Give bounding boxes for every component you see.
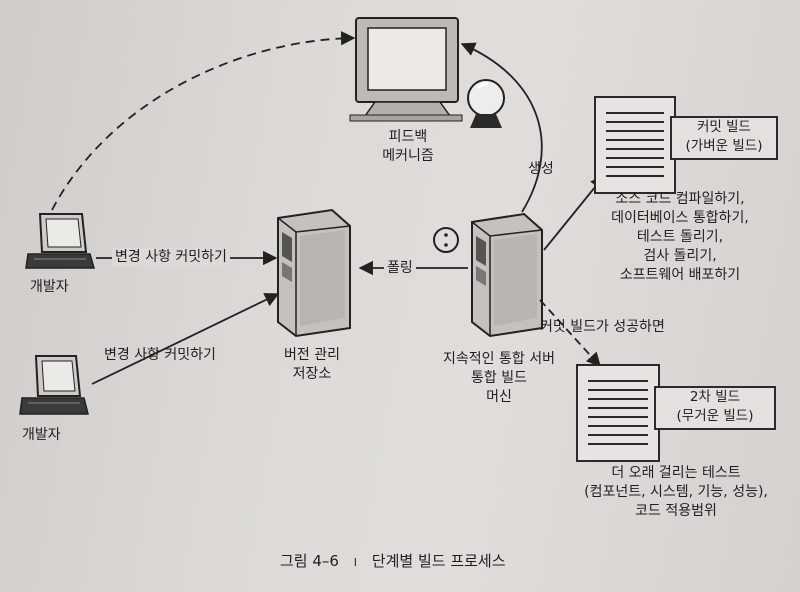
feedback-label-line2: 메커니즘	[382, 148, 434, 164]
vcs-label-line1: 버전 관리	[284, 347, 340, 363]
figure-caption: 그림 4–6 I 단계별 빌드 프로세스	[280, 552, 506, 572]
commit-bottom-arrow	[91, 293, 280, 385]
commit-build-document-icon	[594, 96, 676, 194]
caption-title: 단계별 빌드 프로세스	[371, 552, 506, 570]
commit-step: 검사 돌리기,	[643, 248, 717, 264]
laptop-bottom-icon	[19, 355, 89, 415]
developer-bottom-label: 개발자	[22, 427, 61, 443]
commit-build-steps: 소스 코드 컴파일하기, 데이터베이스 통합하기, 테스트 돌리기, 검사 돌리…	[580, 190, 780, 285]
caption-separator: I	[353, 556, 357, 569]
commit-top-label: 변경 사항 커밋하기	[112, 248, 230, 267]
caption-figure-number: 그림 4–6	[280, 552, 339, 570]
secondary-step: (컴포넌트, 시스템, 기능, 성능),	[584, 484, 768, 500]
vcs-server-icon	[277, 208, 351, 338]
secondary-build-subtitle: (무거운 빌드)	[676, 408, 754, 424]
secondary-build-steps: 더 오래 걸리는 테스트 (컴포넌트, 시스템, 기능, 성능), 코드 적용범…	[560, 464, 792, 521]
feedback-label-line1: 피드백	[388, 129, 428, 145]
dashed-feedback-arrow	[51, 31, 356, 211]
generate-arrow	[460, 42, 543, 213]
generate-label: 생성	[528, 161, 554, 177]
ci-server-label-line2: 통합 빌드	[471, 370, 527, 386]
developer-top-label: 개발자	[30, 279, 69, 295]
commit-step: 소스 코드 컴파일하기,	[615, 191, 745, 207]
commit-step: 데이터베이스 통합하기,	[611, 210, 749, 226]
lamp-icon	[467, 79, 505, 128]
commit-build-box: 커밋 빌드 (가벼운 빌드)	[670, 116, 778, 160]
secondary-build-arrow	[539, 299, 601, 368]
secondary-build-box: 2차 빌드 (무거운 빌드)	[654, 386, 776, 430]
commit-build-subtitle: (가벼운 빌드)	[685, 138, 763, 154]
ci-server-label: 지속적인 통합 서버 통합 빌드 머신	[424, 350, 574, 407]
on-success-label: 커밋 빌드가 성공하면	[540, 319, 665, 335]
feedback-label: 피드백 메커니즘	[366, 128, 450, 166]
secondary-step: 더 오래 걸리는 테스트	[611, 465, 741, 481]
commit-build-title: 커밋 빌드	[697, 119, 751, 135]
laptop-top-icon	[25, 213, 95, 269]
commit-step: 소프트웨어 배포하기	[619, 267, 741, 283]
ci-server-icon	[471, 212, 543, 338]
commit-bottom-label: 변경 사항 커밋하기	[104, 347, 216, 363]
status-circle-icon	[433, 227, 459, 253]
secondary-build-document-icon	[576, 364, 660, 462]
ci-server-label-line1: 지속적인 통합 서버	[443, 351, 555, 367]
vcs-label: 버전 관리 저장소	[266, 346, 358, 384]
commit-step: 테스트 돌리기,	[636, 229, 724, 245]
monitor-icon	[349, 17, 463, 122]
vcs-label-line2: 저장소	[292, 366, 332, 382]
polling-label: 폴링	[384, 259, 416, 278]
secondary-build-title: 2차 빌드	[689, 389, 741, 405]
secondary-step: 코드 적용범위	[635, 503, 717, 519]
ci-server-label-line3: 머신	[486, 389, 512, 405]
